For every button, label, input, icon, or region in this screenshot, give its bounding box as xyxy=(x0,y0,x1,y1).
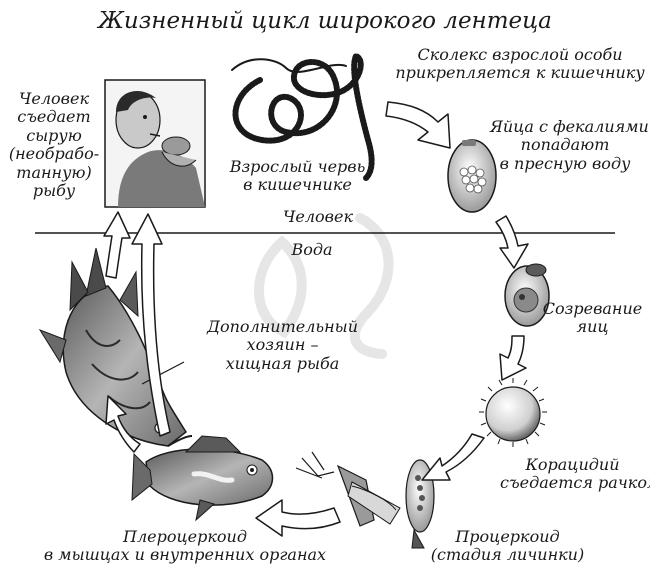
label-additional-host: Дополнительный хозяин – хищная рыба xyxy=(185,317,380,373)
label-line: хозяин – xyxy=(246,335,319,355)
coracidium-illustration xyxy=(479,378,547,447)
egg-illustration xyxy=(447,139,497,213)
label-line: рыбу xyxy=(32,180,76,200)
label-human-eats-fish: Человек съедает сырую (необрабо- танную)… xyxy=(8,89,100,200)
label-line: попадают xyxy=(520,135,610,155)
label-maturation: Созревание яиц xyxy=(540,299,645,337)
label-line: в пресную воду xyxy=(499,153,631,173)
label-line: Сколекс взрослой особи xyxy=(417,45,623,64)
diagram-title: Жизненный цикл широкого лентеца xyxy=(98,8,552,34)
label-line: сырую xyxy=(26,125,82,145)
label-line: Яйца с фекалиями xyxy=(490,117,649,136)
arrow-coracidium-to-copepod xyxy=(421,433,485,481)
label-line: Плероцеркоид xyxy=(123,527,247,546)
label-zone-water: Вода xyxy=(291,240,333,259)
label-line: съедает xyxy=(17,107,91,127)
label-line: прикрепляется к кишечнику xyxy=(395,63,645,83)
label-line: хищная рыба xyxy=(225,353,340,373)
label-line: Созревание xyxy=(542,299,643,318)
arrow-fish-to-human xyxy=(131,213,171,437)
arrow-copepod-to-fish xyxy=(255,499,341,537)
arrow-water-to-human-left xyxy=(103,211,131,279)
adult-worm-illustration xyxy=(231,52,375,181)
label-line: Дополнительный xyxy=(206,317,359,336)
label-line: Корацидий xyxy=(525,455,620,474)
label-eggs: Яйца с фекалиями попадают в пресную воду xyxy=(490,117,649,173)
human-eating-fish-illustration xyxy=(104,79,206,208)
label-plerocercoid: Плероцеркоид в мышцах и внутренних орган… xyxy=(20,527,350,565)
leaf-watermark xyxy=(254,213,394,359)
label-coracidium: Корацидий съедается рачком xyxy=(500,455,650,493)
small-fish-illustration xyxy=(131,435,274,522)
label-zone-human: Человек xyxy=(283,207,353,226)
label-line: Человек xyxy=(19,89,89,108)
label-line: (необрабо- xyxy=(8,144,100,164)
maturing-egg-illustration xyxy=(504,263,550,327)
label-line: яиц xyxy=(576,317,609,337)
label-procercoid: Процеркоид (стадия личинки) xyxy=(415,527,600,565)
label-line: в мышцах и внутренних органах xyxy=(43,545,327,565)
label-line: в кишечнике xyxy=(243,175,352,195)
arrow-smallfish-to-predator xyxy=(105,395,141,453)
label-line: (стадия личинки) xyxy=(430,545,585,565)
label-line: танную) xyxy=(16,162,92,182)
arrow-worm-to-eggs xyxy=(385,101,451,149)
cycle-arrows xyxy=(103,101,529,537)
label-line: съедается рачком xyxy=(500,473,650,493)
label-line: Взрослый червь xyxy=(229,157,366,176)
label-adult-worm: Взрослый червь в кишечнике xyxy=(225,157,370,195)
arrow-eggs-to-maturation xyxy=(495,215,529,269)
host-pointer-line xyxy=(141,361,185,385)
label-line: Процеркоид xyxy=(455,527,560,546)
arrow-maturation-to-coracidium xyxy=(499,335,527,381)
label-scolex: Сколекс взрослой особи прикрепляется к к… xyxy=(395,45,645,83)
